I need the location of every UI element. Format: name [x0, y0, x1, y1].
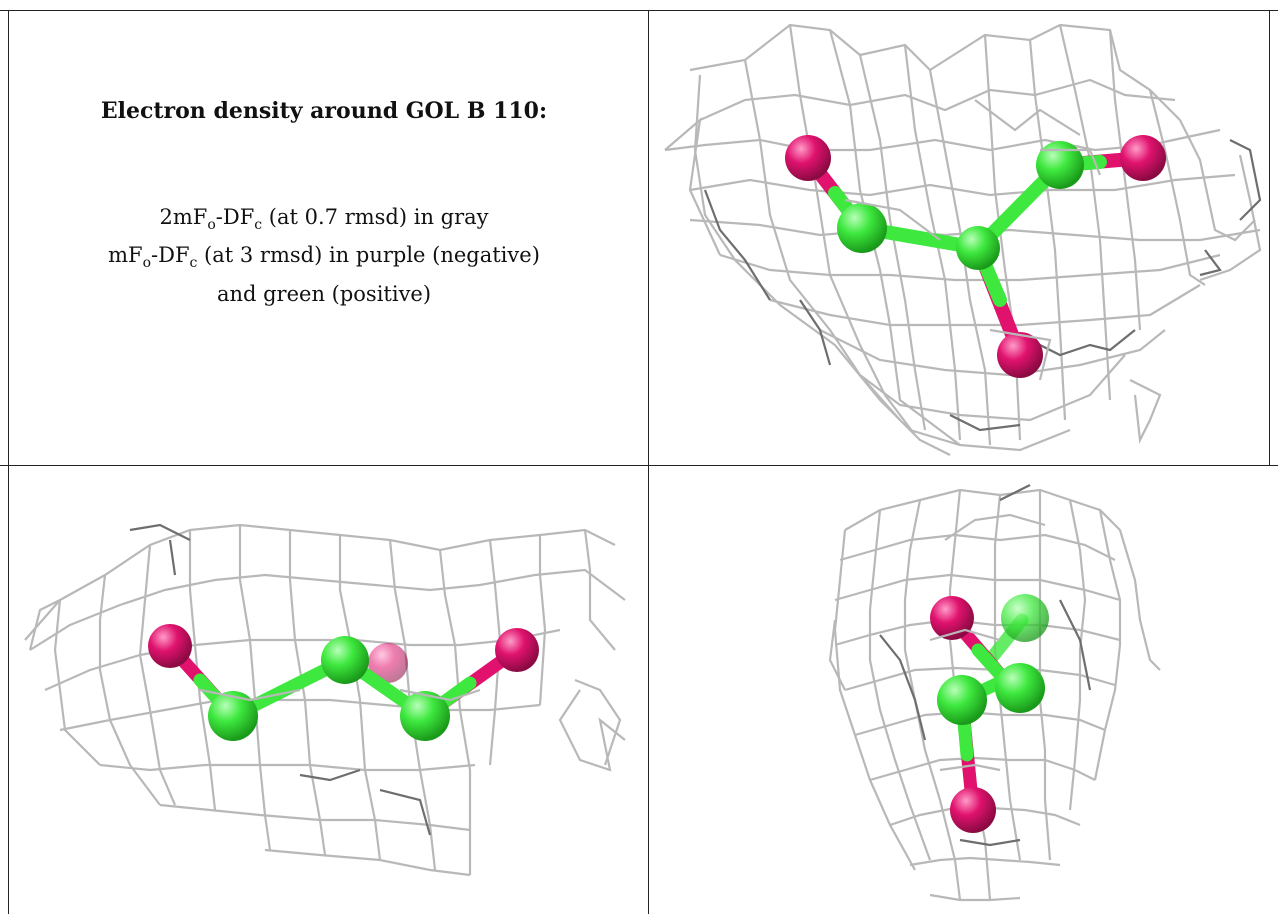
center-divider: [648, 10, 649, 914]
oxygen-atom: [368, 643, 408, 683]
oxygen-atom: [495, 628, 539, 672]
carbon-atom: [321, 636, 369, 684]
mesh-bottom-right: [828, 488, 1161, 902]
carbon-atom: [400, 691, 450, 741]
legend-line-positive: and green (positive): [216, 282, 432, 306]
top-border: [0, 10, 1278, 11]
mesh-bottom-left-dark: [129, 523, 432, 836]
molecule-top-right: [785, 135, 1166, 378]
carbon-atom: [956, 226, 1000, 270]
legend-line-2fo: 2mFo-DFc (at 0.7 rmsd) in gray: [159, 205, 489, 234]
caption-cell: Electron density around GOL B 110: 2mFo-…: [0, 0, 648, 464]
mesh-top-right-dark: [703, 139, 1262, 432]
carbon-atom: [208, 691, 258, 741]
molecule-bottom-left: [148, 624, 539, 741]
oxygen-atom: [930, 596, 974, 640]
molecule-bottom-right: [930, 594, 1049, 833]
left-border: [8, 10, 9, 914]
mesh-bottom-right-dark: [879, 484, 1092, 847]
carbon-atom: [995, 663, 1045, 713]
mesh-bottom-left: [24, 523, 626, 877]
middle-divider: [0, 465, 1278, 466]
right-border: [1269, 10, 1270, 465]
mesh-top-right-front: [844, 148, 1102, 381]
mesh-bottom-left-front: [199, 688, 481, 702]
mesh-bottom-right-front: [929, 628, 1001, 772]
oxygen-atom: [148, 624, 192, 668]
figure-title: Electron density around GOL B 110:: [100, 98, 548, 124]
legend-line-fo: mFo-DFc (at 3 rmsd) in purple (negative): [108, 243, 540, 272]
carbon-atom: [1001, 594, 1049, 642]
oxygen-atom: [785, 135, 831, 181]
carbon-atom: [1036, 141, 1084, 189]
oxygen-atom: [1120, 135, 1166, 181]
carbon-atom: [837, 203, 887, 253]
carbon-atom: [937, 675, 987, 725]
oxygen-atom: [950, 787, 996, 833]
oxygen-atom: [997, 332, 1043, 378]
